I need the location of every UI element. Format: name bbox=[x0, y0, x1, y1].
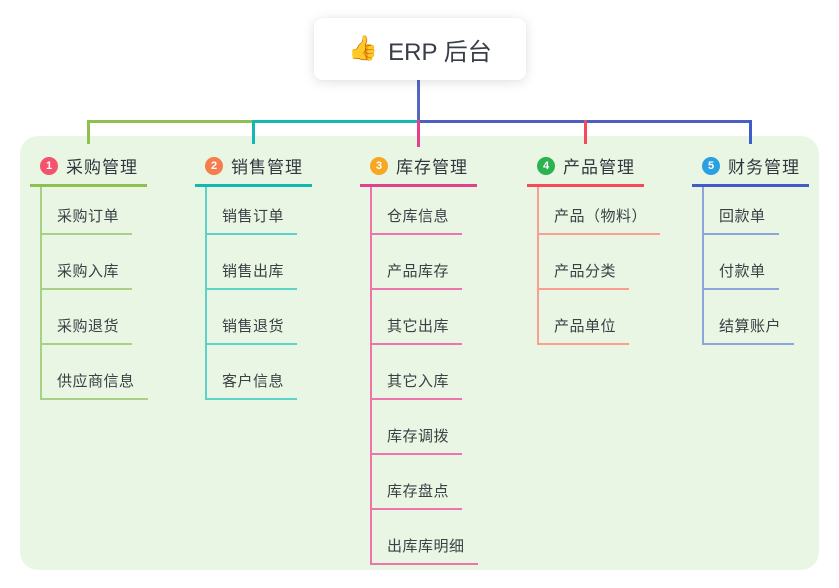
branch-topic-node[interactable]: 3 库存管理 bbox=[360, 147, 477, 187]
connector-root-stem bbox=[417, 80, 420, 120]
child-node-row: 付款单 bbox=[702, 235, 809, 290]
root-node-erp[interactable]: 👍 ERP 后台 bbox=[314, 18, 526, 80]
child-node[interactable]: 库存调拨 bbox=[370, 425, 463, 455]
child-node-row: 采购订单 bbox=[40, 187, 147, 235]
child-node-row: 销售出库 bbox=[205, 235, 312, 290]
branch-children: 产品（物料） 产品分类产品单位 bbox=[527, 187, 661, 345]
branch-children: 仓库信息产品库存其它出库其它入库库存调拨库存盘点出库库明细 bbox=[360, 187, 478, 565]
child-node-row: 其它出库 bbox=[370, 290, 477, 345]
child-node[interactable]: 付款单 bbox=[702, 260, 779, 290]
child-node[interactable]: 销售订单 bbox=[205, 205, 298, 235]
branch-产品管理: 4 产品管理 产品（物料） 产品分类产品单位 bbox=[527, 147, 661, 345]
branch-财务管理: 5 财务管理 回款单付款单结算账户 bbox=[692, 147, 809, 345]
child-node[interactable]: 回款单 bbox=[702, 205, 779, 235]
connector-branch-drop bbox=[252, 120, 255, 144]
branch-库存管理: 3 库存管理 仓库信息产品库存其它出库其它入库库存调拨库存盘点出库库明细 bbox=[360, 147, 478, 565]
child-node-row: 客户信息 bbox=[205, 345, 312, 400]
connector-horizontal-left-green bbox=[87, 120, 253, 123]
connector-branch-drop bbox=[749, 120, 752, 144]
thumbs-up-icon: 👍 bbox=[348, 35, 379, 62]
branch-采购管理: 1 采购管理 采购订单采购入库采购退货供应商信息 bbox=[30, 147, 148, 400]
connector-branch-drop bbox=[417, 120, 420, 147]
child-node[interactable]: 产品（物料） bbox=[537, 205, 661, 235]
branch-topic-label: 采购管理 bbox=[66, 158, 138, 177]
connector-branch-drop bbox=[584, 120, 587, 144]
connector-horizontal-left-teal bbox=[253, 120, 417, 123]
child-node-row: 采购退货 bbox=[40, 290, 147, 345]
branch-topic-node[interactable]: 4 产品管理 bbox=[527, 147, 644, 187]
branch-topic-node[interactable]: 5 财务管理 bbox=[692, 147, 809, 187]
child-node-row: 出库库明细 bbox=[370, 510, 478, 565]
child-node-row: 产品分类 bbox=[537, 235, 644, 290]
child-node[interactable]: 供应商信息 bbox=[40, 370, 148, 400]
child-node-row: 销售退货 bbox=[205, 290, 312, 345]
child-node-row: 销售订单 bbox=[205, 187, 312, 235]
child-node[interactable]: 采购入库 bbox=[40, 260, 133, 290]
branch-children: 回款单付款单结算账户 bbox=[692, 187, 809, 345]
child-node-row: 产品（物料） bbox=[537, 187, 661, 235]
branch-topic-node[interactable]: 1 采购管理 bbox=[30, 147, 147, 187]
connector-branch-drop bbox=[87, 120, 90, 144]
child-node[interactable]: 其它出库 bbox=[370, 315, 463, 345]
child-node-row: 回款单 bbox=[702, 187, 809, 235]
child-node[interactable]: 结算账户 bbox=[702, 315, 795, 345]
child-node[interactable]: 销售出库 bbox=[205, 260, 298, 290]
child-node-row: 产品单位 bbox=[537, 290, 644, 345]
child-node-row: 库存盘点 bbox=[370, 455, 477, 510]
child-node[interactable]: 客户信息 bbox=[205, 370, 298, 400]
child-node[interactable]: 产品单位 bbox=[537, 315, 630, 345]
child-node-row: 结算账户 bbox=[702, 290, 809, 345]
branch-topic-node[interactable]: 2 销售管理 bbox=[195, 147, 312, 187]
child-node[interactable]: 销售退货 bbox=[205, 315, 298, 345]
branch-topic-label: 财务管理 bbox=[728, 158, 800, 177]
branch-children: 销售订单销售出库销售退货客户信息 bbox=[195, 187, 312, 400]
branch-number-badge: 3 bbox=[370, 156, 388, 175]
branch-topic-label: 销售管理 bbox=[231, 158, 303, 177]
branch-topic-label: 产品管理 bbox=[563, 158, 635, 177]
child-node-row: 库存调拨 bbox=[370, 400, 477, 455]
branches-background-panel bbox=[20, 136, 819, 570]
branch-销售管理: 2 销售管理 销售订单销售出库销售退货客户信息 bbox=[195, 147, 312, 400]
branch-number-badge: 4 bbox=[537, 156, 555, 175]
child-node[interactable]: 采购订单 bbox=[40, 205, 133, 235]
branch-number-badge: 5 bbox=[702, 156, 720, 175]
branch-number-badge: 2 bbox=[205, 156, 223, 175]
child-node[interactable]: 产品库存 bbox=[370, 260, 463, 290]
child-node-row: 采购入库 bbox=[40, 235, 147, 290]
branch-topic-label: 库存管理 bbox=[396, 158, 468, 177]
root-node-label: ERP 后台 bbox=[388, 38, 492, 66]
child-node-row: 其它入库 bbox=[370, 345, 477, 400]
branch-number-badge: 1 bbox=[40, 156, 58, 175]
child-node[interactable]: 其它入库 bbox=[370, 370, 463, 400]
child-node[interactable]: 出库库明细 bbox=[370, 535, 478, 565]
child-node[interactable]: 采购退货 bbox=[40, 315, 133, 345]
child-node-row: 供应商信息 bbox=[40, 345, 148, 400]
child-node[interactable]: 库存盘点 bbox=[370, 480, 463, 510]
branch-children: 采购订单采购入库采购退货供应商信息 bbox=[30, 187, 148, 400]
child-node-row: 仓库信息 bbox=[370, 187, 477, 235]
child-node[interactable]: 仓库信息 bbox=[370, 205, 463, 235]
child-node[interactable]: 产品分类 bbox=[537, 260, 630, 290]
child-node-row: 产品库存 bbox=[370, 235, 477, 290]
